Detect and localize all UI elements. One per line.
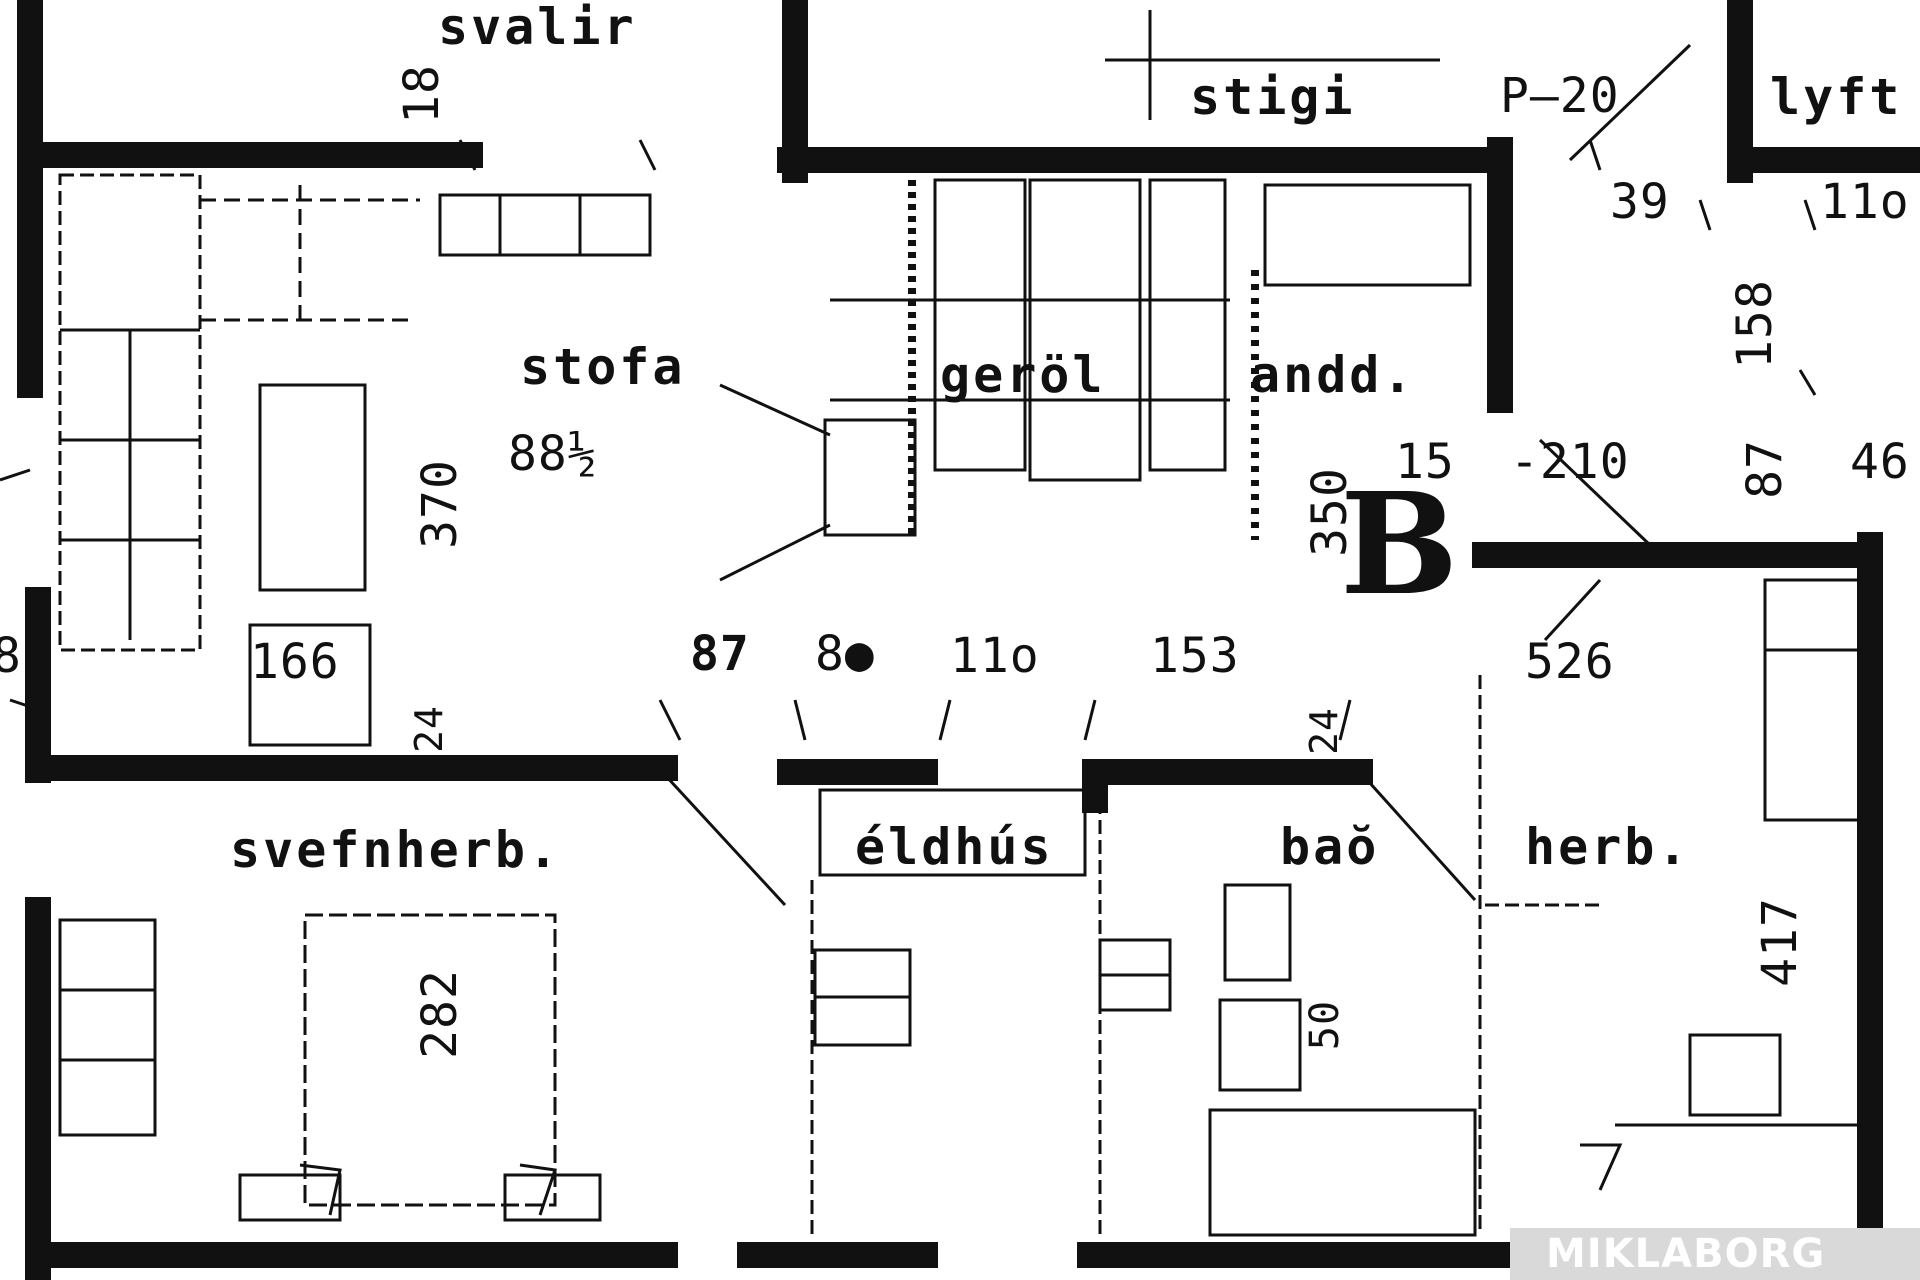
dim-18: 18 — [393, 64, 450, 124]
dim-417: 417 — [1751, 897, 1808, 987]
label-herb: herb. — [1525, 818, 1691, 876]
dim-370: 370 — [411, 459, 468, 549]
dim-153: 153 — [1150, 628, 1240, 684]
bed — [303, 913, 557, 1207]
label-bad: baŏ — [1280, 818, 1380, 876]
dim-210: -210 — [1510, 434, 1630, 490]
toilet — [1223, 883, 1292, 982]
shelf-unit-left — [58, 173, 202, 652]
dim-24-left: 24 — [406, 705, 451, 753]
dim-24-right: 24 — [1301, 707, 1346, 755]
herb-shelf — [1763, 578, 1862, 822]
dim-166: 166 — [250, 634, 340, 690]
herb-chair — [1688, 1033, 1782, 1117]
dim-282: 282 — [411, 969, 468, 1059]
dim-15: 15 — [1395, 434, 1455, 490]
andd-closet — [1263, 183, 1472, 287]
dim-50: 50 — [1302, 999, 1349, 1051]
label-stofa-area: 88½ — [508, 426, 598, 482]
sofa — [438, 193, 652, 257]
label-stofa: stofa — [520, 338, 686, 396]
dim-p20: P—20 — [1500, 68, 1620, 124]
leader-stofa-2 — [719, 523, 831, 582]
label-unit-b: B — [1340, 463, 1459, 627]
bath-tub — [1218, 998, 1302, 1092]
leader-b — [1538, 438, 1652, 547]
dim-158: 158 — [1726, 279, 1783, 369]
closet-2 — [1028, 178, 1142, 482]
chair-right — [519, 1163, 557, 1216]
closet-3 — [1148, 178, 1227, 472]
table — [258, 383, 367, 592]
label-andd: andd. — [1250, 346, 1416, 404]
dim-87: 87 — [690, 626, 750, 682]
walls — [17, 0, 1920, 1280]
label-stigi: stigi — [1190, 68, 1356, 126]
dim-39: 39 — [1610, 174, 1670, 230]
closet-1 — [933, 178, 1027, 472]
label-svalir: svalir — [438, 0, 637, 56]
dim-8-left: 8 — [0, 628, 22, 684]
dim-350: 350 — [1301, 467, 1358, 557]
leader-stofa-1 — [719, 383, 831, 437]
dim-526: 526 — [1525, 634, 1615, 690]
stofa-grid — [200, 185, 420, 325]
armchair — [248, 623, 372, 747]
label-eldhus: éldhús — [855, 818, 1054, 876]
dim-11-top: 11o — [1820, 174, 1910, 230]
herb-chair-2 — [1580, 1143, 1623, 1191]
bad-floor — [1208, 1108, 1477, 1237]
fixtures — [0, 10, 1870, 1240]
nightstand-left — [238, 1173, 342, 1222]
watermark-logo: MIKLABORG — [1510, 1228, 1920, 1280]
leader-svefnherb — [663, 773, 787, 907]
leader-526 — [1543, 578, 1602, 642]
dim-ticks — [0, 139, 1817, 741]
bad-diagonal — [1358, 770, 1477, 902]
dim-80: 8● — [815, 626, 875, 682]
chair-left — [299, 1163, 342, 1216]
door-box-stofa — [823, 418, 917, 537]
dim-46: 46 — [1850, 434, 1910, 490]
dim-87-right: 87 — [1736, 439, 1793, 499]
wardrobe — [58, 918, 157, 1137]
eldhus-label-box — [818, 788, 1087, 877]
dim-110: 11o — [950, 628, 1040, 684]
label-lyft: lyft — [1770, 68, 1903, 126]
label-geymsla: geröl — [940, 346, 1106, 404]
label-svefnherb: svefnherb. — [230, 821, 562, 879]
